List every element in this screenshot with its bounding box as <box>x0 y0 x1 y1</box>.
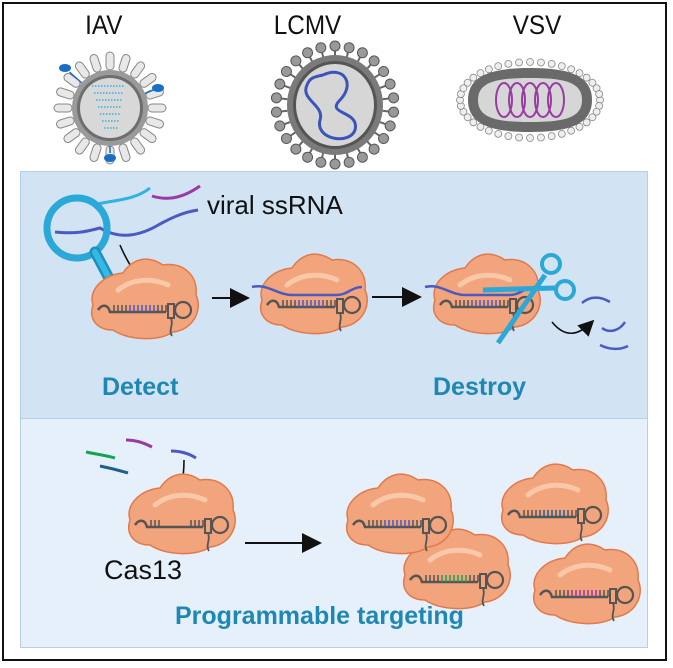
viral-rna-target <box>54 208 199 237</box>
cleave-arrow <box>551 319 595 337</box>
rna-fragments <box>581 296 629 351</box>
scissors-icon <box>482 253 576 345</box>
viral-rna-purple <box>151 184 201 200</box>
virus-label-vsv: VSV <box>512 10 562 40</box>
destroy-caption: Destroy <box>433 373 527 401</box>
cas13-protein-bound <box>251 253 368 335</box>
vsv-virus-icon <box>456 58 604 142</box>
cas13-protein-cleave <box>424 253 541 335</box>
lcmv-virus-icon <box>270 40 400 170</box>
viral-rna-cyan <box>97 186 151 206</box>
virus-label-iav: IAV <box>85 10 123 40</box>
cas13-protein-detect <box>91 258 199 340</box>
cas13-protein-teal <box>501 463 609 545</box>
cas13-label: Cas13 <box>104 555 183 585</box>
guide-fragments <box>85 438 197 475</box>
cas13-protein-empty <box>128 473 236 555</box>
iav-virus-icon <box>53 51 167 165</box>
viral-ssrna-label: viral ssRNA <box>207 190 343 220</box>
programmable-targeting-caption: Programmable targeting <box>175 602 464 630</box>
virus-label-lcmv: LCMV <box>273 10 342 40</box>
detect-caption: Detect <box>102 373 179 401</box>
cas13-protein-magenta <box>533 543 641 625</box>
cas13-protein-blue <box>346 473 454 555</box>
